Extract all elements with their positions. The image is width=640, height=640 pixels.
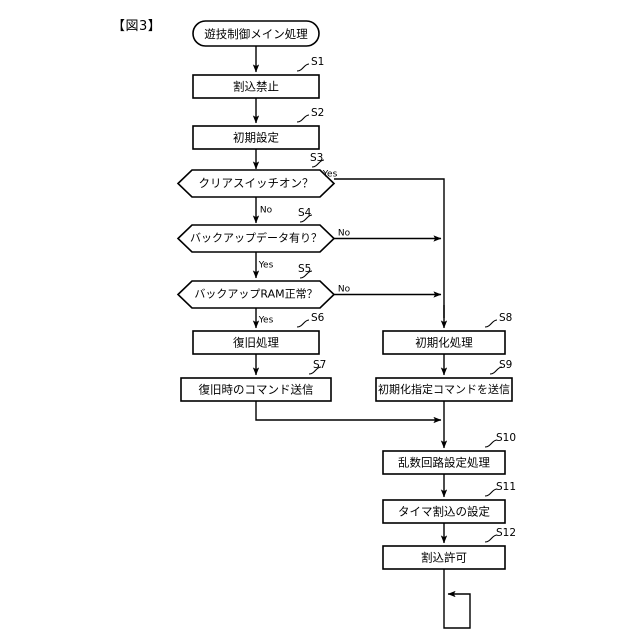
edge-loop-back [443, 569, 471, 629]
step-label-s3: S3 [310, 152, 323, 164]
node-s10-label: 乱数回路設定処理 [398, 456, 490, 470]
edge-label-s5-yes: Yes [258, 316, 274, 326]
node-s2: 初期設定 [192, 125, 320, 150]
edge-label-s3-yes: Yes [322, 170, 338, 180]
step-label-s1: S1 [311, 56, 324, 68]
leader-s5 [299, 270, 313, 279]
edge-label-s3-no: No [260, 206, 273, 216]
node-s12-label: 割込許可 [421, 551, 467, 565]
step-label-s8: S8 [499, 312, 512, 324]
node-s4: バックアップデータ有り？ [176, 224, 336, 253]
step-label-s12: S12 [496, 527, 516, 539]
node-s5: バックアップRAM正常？ [176, 280, 336, 309]
node-s5-label: バックアップRAM正常？ [194, 288, 317, 301]
node-s12: 割込許可 [382, 545, 506, 570]
node-s3-label: クリアスイッチオン？ [199, 176, 314, 190]
leader-s9 [489, 366, 503, 375]
node-start-label: 遊技制御メイン処理 [204, 27, 308, 41]
node-s11-label: タイマ割込の設定 [398, 505, 490, 519]
step-label-s10: S10 [496, 432, 516, 444]
node-s3: クリアスイッチオン？ [176, 169, 336, 198]
node-s1: 割込禁止 [192, 74, 320, 99]
node-s6: 復旧処理 [192, 330, 320, 355]
step-label-s4: S4 [298, 207, 312, 219]
node-s8: 初期化処理 [382, 330, 506, 355]
leader-s7 [308, 366, 322, 375]
edge-label-s4-yes: Yes [258, 261, 274, 271]
step-label-s6: S6 [311, 312, 325, 324]
figure-title: 【図3】 [112, 19, 162, 34]
edge-label-s4-no: No [338, 229, 351, 239]
edge-label-s5-no: No [338, 285, 351, 295]
node-s2-label: 初期設定 [233, 131, 279, 145]
node-s7-label: 復旧時のコマンド送信 [199, 383, 314, 397]
leader-s2 [296, 114, 310, 123]
leader-s11 [484, 488, 498, 497]
node-s6-label: 復旧処理 [233, 336, 279, 350]
edge-s3-yes [334, 178, 445, 318]
edge-s7-merge [255, 401, 442, 424]
leader-s4 [299, 214, 313, 223]
leader-s1 [296, 63, 310, 72]
step-label-s2: S2 [311, 107, 324, 119]
step-label-s5: S5 [298, 263, 311, 275]
node-s7: 復旧時のコマンド送信 [180, 377, 332, 402]
leader-s6 [296, 319, 310, 328]
leader-s3 [311, 159, 325, 168]
step-label-s9: S9 [499, 359, 512, 371]
node-s9-label: 初期化指定コマンドを送信 [378, 382, 510, 396]
node-s4-label: バックアップデータ有り？ [190, 231, 322, 245]
step-label-s11: S11 [496, 481, 516, 493]
node-start: 遊技制御メイン処理 [192, 20, 320, 47]
node-s9: 初期化指定コマンドを送信 [375, 377, 513, 402]
node-s8-label: 初期化処理 [415, 336, 473, 350]
step-label-s7: S7 [313, 359, 326, 371]
leader-s8 [484, 319, 498, 328]
leader-s10 [484, 439, 498, 448]
node-s10: 乱数回路設定処理 [382, 450, 506, 475]
node-s1-label: 割込禁止 [233, 80, 279, 94]
node-s11: タイマ割込の設定 [382, 499, 506, 524]
leader-s12 [484, 534, 498, 543]
